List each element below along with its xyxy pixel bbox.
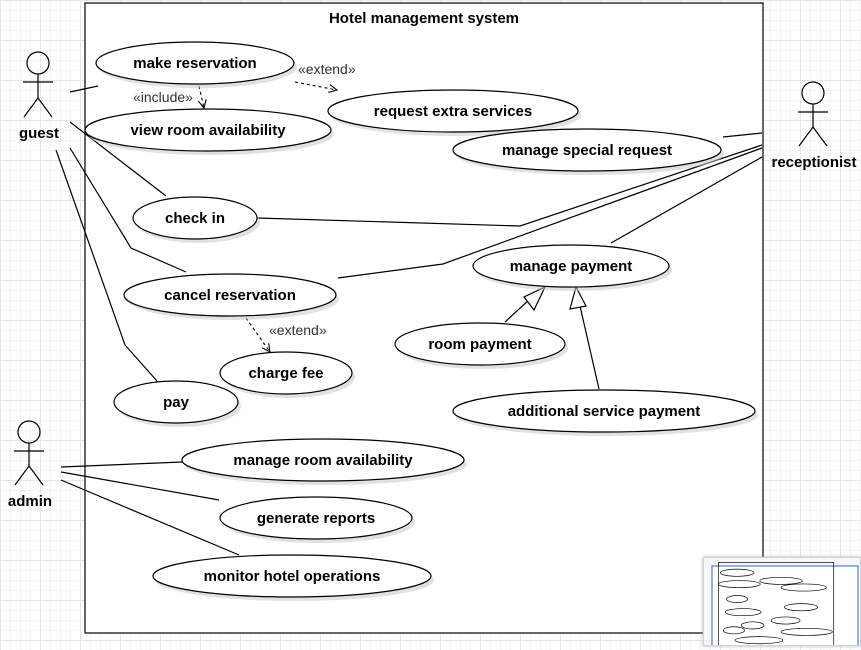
use-case-generate-reports[interactable]: generate reports (219, 496, 415, 543)
generalization-additional-service-payment[interactable] (579, 305, 600, 390)
use-case-label: check in (165, 210, 225, 227)
generalization-room-payment[interactable] (504, 298, 531, 323)
assoc-admin-generate-reports[interactable] (60, 471, 220, 501)
use-case-label: view room availability (130, 122, 286, 139)
use-case-request-extra-services[interactable]: request extra services (327, 89, 581, 136)
assoc-receptionist-check-in[interactable] (256, 144, 763, 227)
extend-arrow-request-extra-services[interactable] (294, 81, 337, 90)
assoc-guest-check-in[interactable] (69, 121, 167, 197)
generalization-triangle-additional-payment (569, 285, 587, 310)
use-case-view-room-availability[interactable]: view room availability (84, 108, 334, 155)
use-case-monitor-hotel-operations[interactable]: monitor hotel operations (152, 554, 434, 601)
actor-receptionist[interactable]: receptionist (771, 81, 857, 171)
extend-arrow-charge-fee[interactable] (245, 317, 270, 352)
generalization-triangle-room-payment (523, 285, 547, 312)
minimap-viewport[interactable] (711, 565, 859, 647)
use-case-charge-fee[interactable]: charge fee (219, 351, 355, 398)
use-case-label: additional service payment (508, 403, 701, 420)
use-case-label: cancel reservation (164, 287, 296, 304)
use-case-label: pay (163, 394, 190, 411)
use-case-check-in[interactable]: check in (132, 196, 260, 243)
use-case-room-payment[interactable]: room payment (394, 322, 568, 369)
use-case-manage-room-availability[interactable]: manage room availability (181, 438, 467, 485)
use-case-pay[interactable]: pay (113, 380, 241, 427)
outline-minimap[interactable] (703, 557, 861, 650)
use-case-label: manage room availability (233, 452, 413, 469)
stick-figure-icon (14, 420, 44, 486)
use-case-label: manage special request (502, 142, 672, 159)
actor-name: receptionist (771, 154, 856, 171)
assoc-guest-make-reservation[interactable] (69, 85, 99, 93)
stick-figure-icon (798, 81, 828, 147)
use-case-label: monitor hotel operations (204, 568, 381, 585)
include-arrow[interactable] (199, 85, 204, 108)
assoc-receptionist-manage-payment[interactable] (610, 156, 763, 244)
assoc-guest-pay[interactable] (55, 149, 158, 382)
use-case-additional-service-payment[interactable]: additional service payment (452, 389, 758, 436)
actor-name: admin (8, 493, 52, 510)
extend-label-request-extra-services: «extend» (298, 61, 356, 77)
use-case-manage-special-request[interactable]: manage special request (452, 128, 724, 175)
actor-guest[interactable]: guest (19, 51, 59, 142)
use-case-label: generate reports (257, 510, 375, 527)
use-case-make-reservation[interactable]: make reservation (95, 41, 297, 88)
assoc-admin-manage-room-availability[interactable] (60, 461, 183, 468)
use-case-cancel-reservation[interactable]: cancel reservation (123, 273, 339, 320)
assoc-receptionist-cancel-reservation[interactable] (337, 147, 763, 279)
associations (55, 81, 763, 556)
include-label: «include» (133, 89, 193, 105)
use-case-label: make reservation (133, 55, 256, 72)
use-case-label: request extra services (374, 103, 532, 120)
minimap-preview (711, 562, 859, 650)
use-case-label: charge fee (248, 365, 323, 382)
assoc-admin-monitor-hotel-operations[interactable] (60, 479, 240, 556)
extend-label-charge-fee: «extend» (269, 322, 327, 338)
system-title: Hotel management system (329, 10, 519, 27)
stick-figure-icon (23, 51, 53, 118)
use-case-label: room payment (428, 336, 531, 353)
assoc-guest-cancel-reservation[interactable] (69, 147, 187, 273)
assoc-receptionist-manage-special-request[interactable] (722, 132, 763, 138)
actor-name: guest (19, 125, 59, 142)
use-case-manage-payment[interactable]: manage payment (472, 244, 672, 291)
actor-admin[interactable]: admin (8, 420, 52, 510)
use-case-label: manage payment (510, 258, 633, 275)
